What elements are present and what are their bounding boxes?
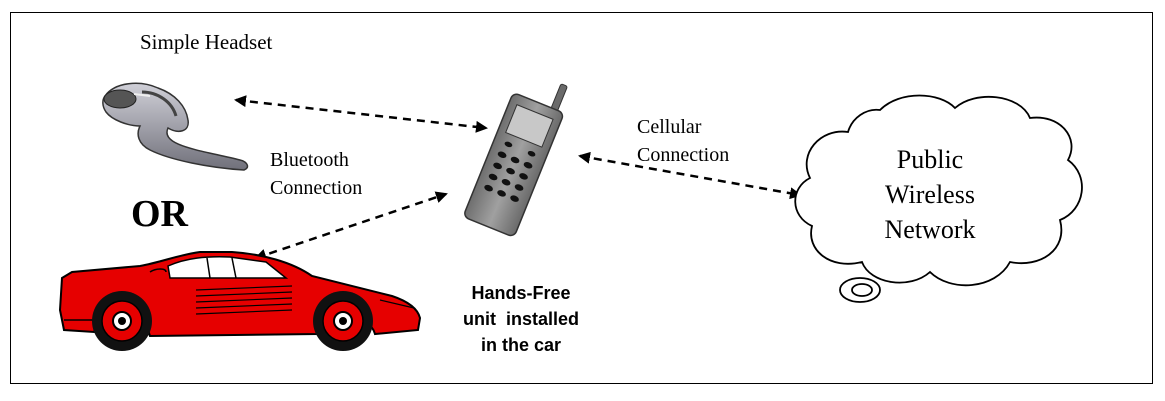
headset-title: Simple Headset xyxy=(140,30,273,54)
cellular-line-2: Connection xyxy=(637,144,730,166)
cloud-line-1: Public xyxy=(896,145,964,174)
bluetooth-line-2: Connection xyxy=(270,177,363,199)
hands-free-line-2: unit installed xyxy=(462,309,579,329)
cloud-line-3: Network xyxy=(884,215,976,244)
cloud-line-2: Wireless xyxy=(885,180,975,209)
bluetooth-connection-label: Bluetooth Connection xyxy=(270,146,362,202)
cell-phone-icon xyxy=(464,83,568,237)
cellular-connection-label: Cellular Connection xyxy=(637,113,729,169)
bluetooth-line-1: Bluetooth xyxy=(270,149,349,171)
cloud-icon xyxy=(794,94,1083,303)
phone-cloud-arrow xyxy=(578,151,802,200)
hands-free-label: Hands-Free unit installed in the car xyxy=(426,280,616,358)
car-phone-arrow xyxy=(254,191,448,261)
or-label: OR xyxy=(131,193,188,235)
hands-free-line-3: in the car xyxy=(480,335,562,355)
cloud-label: Public Wireless Network xyxy=(840,142,1020,247)
headset-icon xyxy=(102,82,249,171)
front-wheel-icon xyxy=(313,291,373,351)
cellular-line-1: Cellular xyxy=(637,116,702,138)
headset-phone-arrow xyxy=(234,95,488,133)
car-icon xyxy=(58,251,422,351)
hands-free-line-1: Hands-Free xyxy=(471,283,571,303)
rear-wheel-icon xyxy=(92,291,152,351)
